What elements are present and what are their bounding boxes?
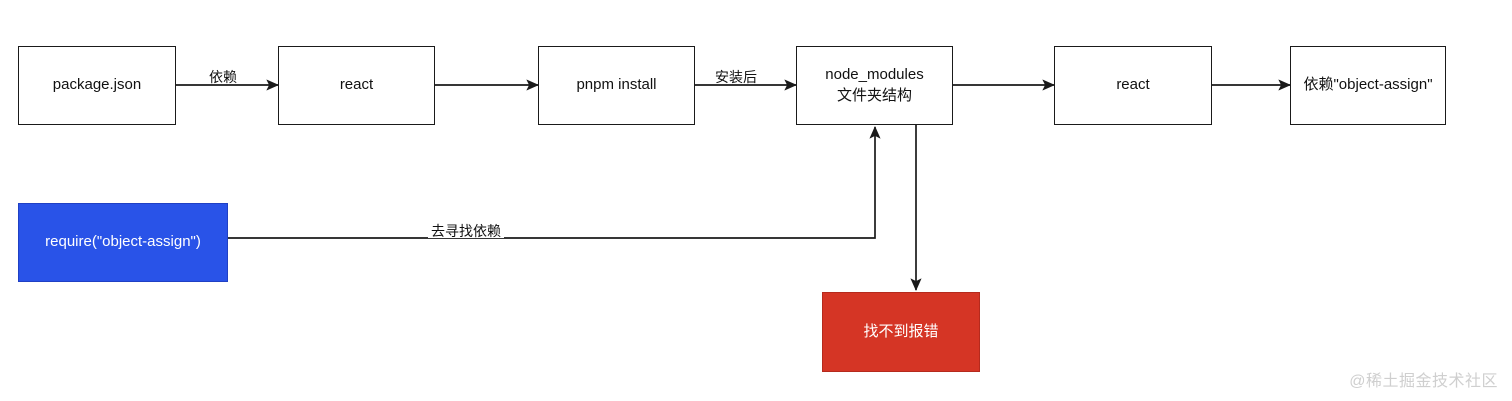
node-package-json-label: package.json [52, 76, 142, 94]
node-require-object-assign-label: require("object-assign") [45, 233, 201, 251]
edge-label-dependency-text: 依赖 [209, 69, 237, 85]
node-pnpm-install[interactable]: pnpm install [538, 46, 695, 125]
edge-label-dependency: 依赖 [206, 70, 240, 84]
node-node-modules[interactable]: node_modules 文件夹结构 [796, 46, 953, 125]
node-not-found-error[interactable]: 找不到报错 [822, 292, 980, 372]
node-package-json[interactable]: package.json [18, 46, 176, 125]
edge-label-after-install: 安装后 [712, 70, 760, 84]
node-depends-object-assign[interactable]: 依赖"object-assign" [1290, 46, 1446, 125]
node-node-modules-label-line2: 文件夹结构 [836, 86, 912, 104]
node-react-right[interactable]: react [1054, 46, 1212, 125]
edge-label-go-find-dependency: 去寻找依赖 [428, 224, 504, 238]
node-react-top-label: react [339, 76, 374, 94]
node-not-found-error-label: 找不到报错 [863, 322, 939, 340]
node-pnpm-install-label: pnpm install [576, 76, 657, 94]
node-node-modules-label-line1: node_modules [825, 66, 924, 84]
edge-require-to-node-modules [228, 125, 881, 239]
watermark: @稀土掘金技术社区 [1349, 373, 1498, 390]
node-node-modules-label: node_modules 文件夹结构 [825, 65, 923, 106]
edge-label-after-install-text: 安装后 [715, 69, 757, 85]
node-depends-object-assign-label: 依赖"object-assign" [1303, 76, 1433, 94]
edge-label-go-find-dependency-text: 去寻找依赖 [431, 223, 501, 239]
node-react-top[interactable]: react [278, 46, 435, 125]
node-require-object-assign[interactable]: require("object-assign") [18, 203, 228, 282]
node-react-right-label: react [1116, 76, 1150, 94]
